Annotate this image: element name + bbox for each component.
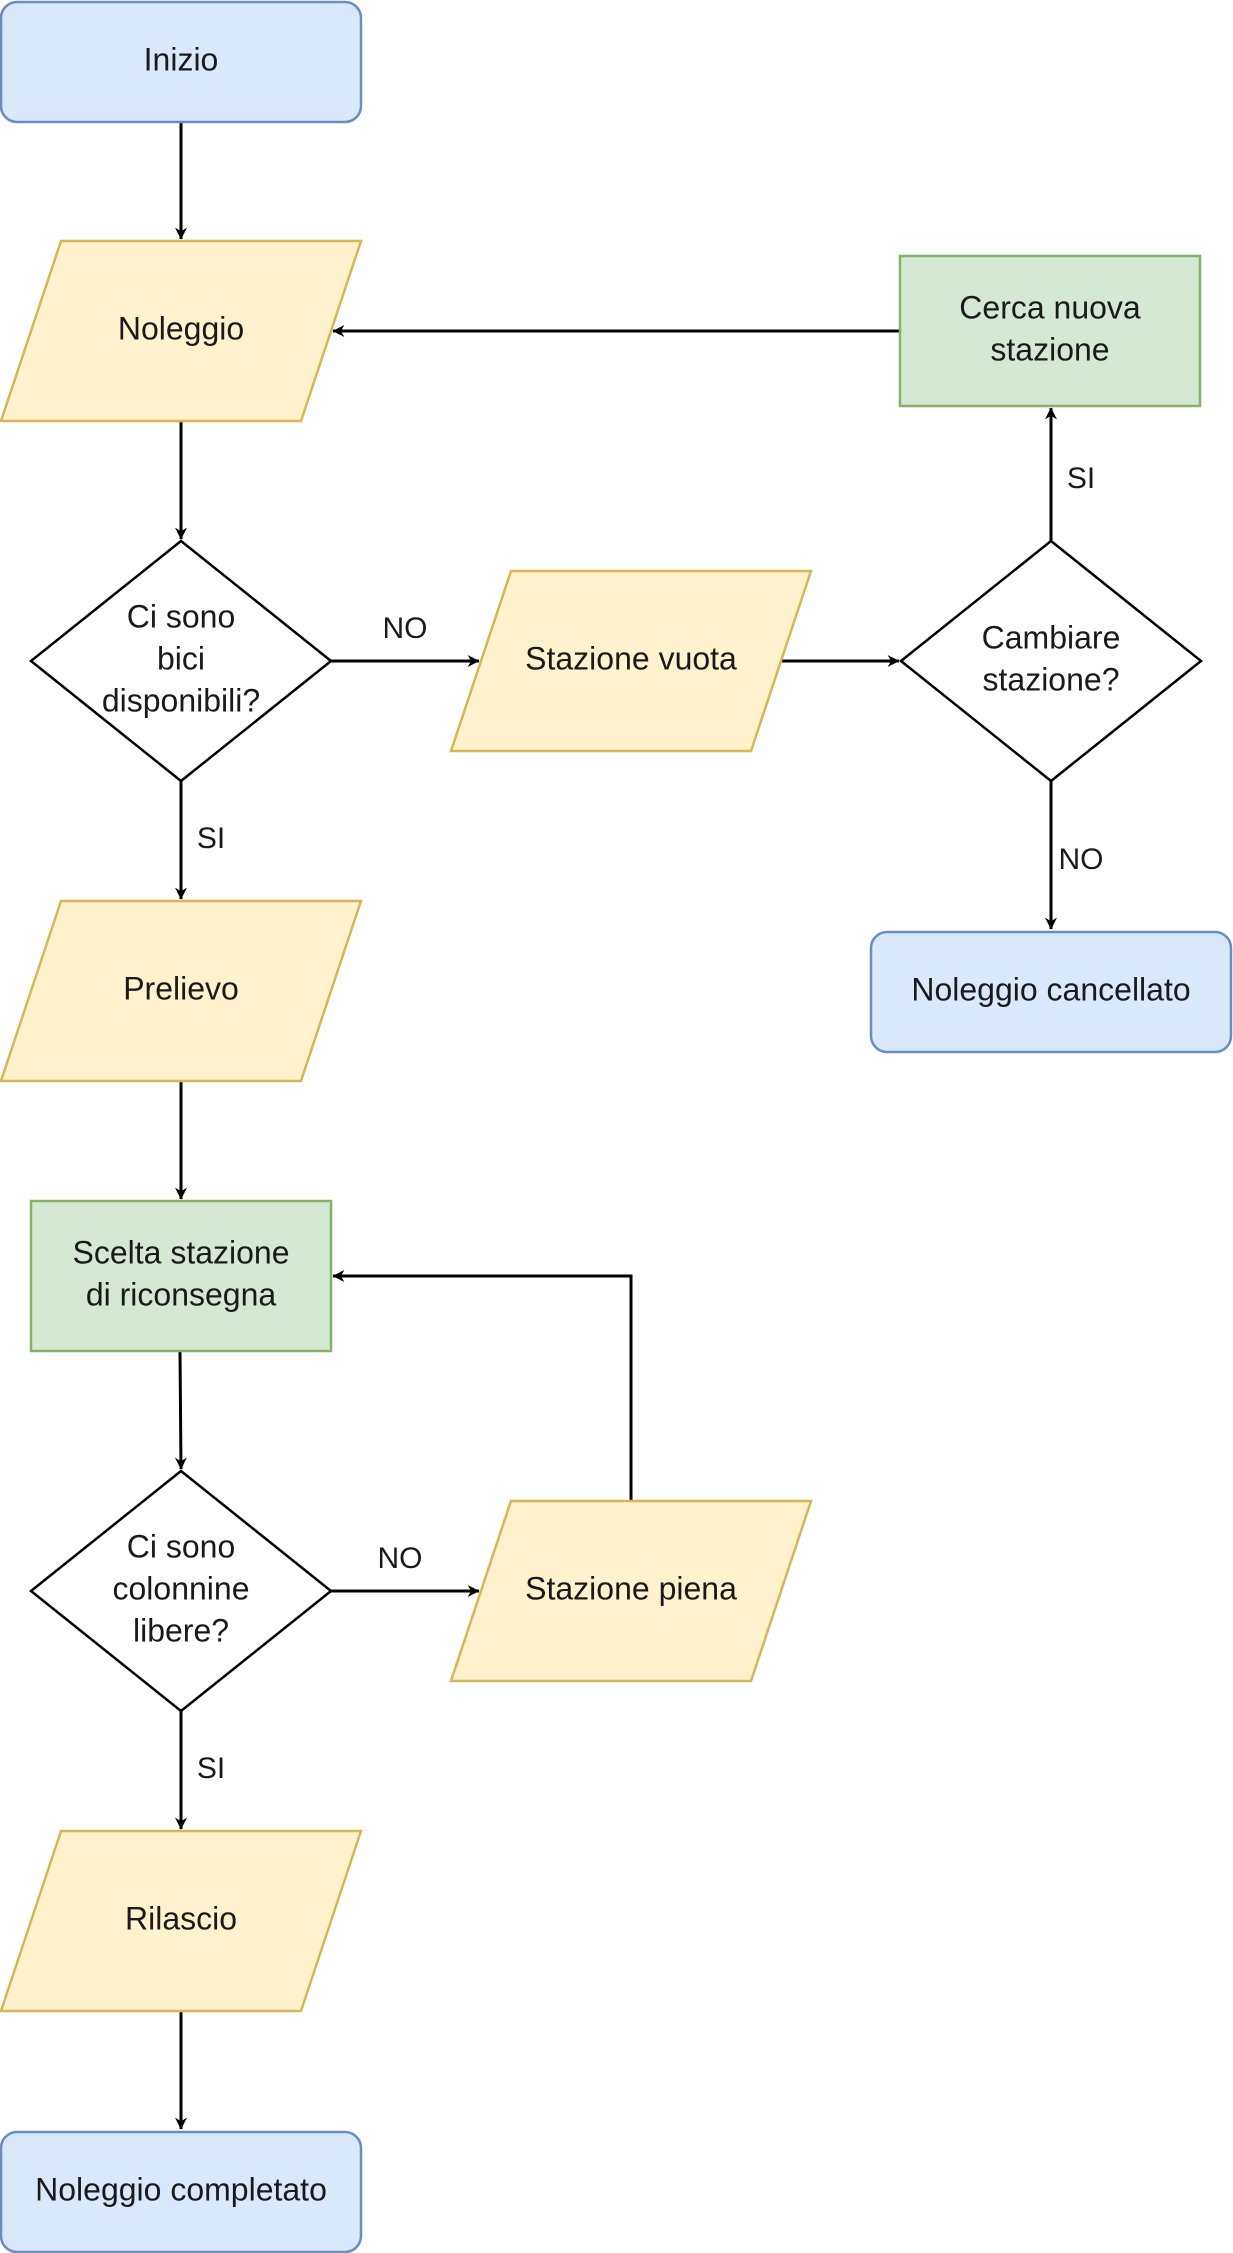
node-noleggio-cancellato: Noleggio cancellato [869,930,1233,1054]
node-label: Ci sono [127,1528,236,1564]
edge-label: NO [383,612,428,645]
terminal-shape [869,930,1233,1054]
terminal-shape [0,0,363,124]
terminal-shape [0,2130,363,2253]
node-cerca-nuova-stazione: Cerca nuova stazione [898,254,1202,408]
node-label: Noleggio completato [35,2171,327,2207]
node-ci-sono-colonnine: Ci sono colonnine libere? [28,1469,334,1713]
edge-label: NO [1059,843,1104,876]
io-parallelogram-shape [449,1499,813,1683]
node-label: Prelievo [123,970,239,1006]
node-label: colonnine [113,1570,250,1606]
edge-scelta-stazione-to-ci-sono-colonnine [174,1350,187,1470]
node-prelievo: Prelievo [0,899,363,1083]
edge-ci-sono-colonnine-to-stazione-piena: NO [331,1542,480,1597]
edge-ci-sono-colonnine-to-rilascio: SI [175,1711,225,1830]
node-label: Noleggio [118,310,244,346]
edge-label: NO [378,1542,423,1575]
edge-label: SI [197,1752,225,1785]
node-label: libere? [133,1612,229,1648]
node-noleggio: Noleggio [0,239,363,423]
process-shape [898,254,1202,408]
node-label: Stazione vuota [525,640,737,676]
node-rilascio: Rilascio [0,1829,363,2013]
edge-ci-sono-bici-to-prelievo: SI [175,781,225,900]
edge-label: SI [197,822,225,855]
node-cambiare-stazione: Cambiare stazione? [898,539,1204,783]
node-ci-sono-bici: Ci sono bici disponibili? [28,539,334,783]
node-stazione-vuota: Stazione vuota [449,569,813,753]
node-label: Noleggio cancellato [911,971,1190,1007]
node-label: Stazione piena [525,1570,737,1606]
decision-diamond-shape [28,539,334,783]
node-label: disponibili? [102,682,260,718]
connectors-layer: NO SI NO SI NO SI [174,122,1104,2130]
node-label: di riconsegna [86,1276,277,1312]
node-label: Inizio [144,41,219,77]
connector-arrow [332,1270,633,1501]
node-label: Scelta stazione [72,1234,289,1270]
node-label: Cambiare [982,619,1121,655]
io-parallelogram-shape [0,239,363,423]
process-shape [29,1199,333,1353]
edge-stazione-piena-to-scelta-stazione [332,1270,633,1501]
io-parallelogram-shape [449,569,813,753]
edge-cambiare-stazione-to-cerca-nuova-stazione: SI [1045,407,1095,541]
node-label: Ci sono [127,598,236,634]
io-parallelogram-shape [0,1829,363,2013]
node-label: stazione [990,331,1109,367]
edge-label: SI [1067,462,1095,495]
node-label: bici [157,640,205,676]
decision-diamond-shape [898,539,1204,783]
node-label: Cerca nuova [959,289,1141,325]
node-inizio: Inizio [0,0,363,124]
node-noleggio-completato: Noleggio completato [0,2130,363,2253]
edge-cambiare-stazione-to-noleggio-cancellato: NO [1045,781,1104,930]
node-scelta-stazione: Scelta stazione di riconsegna [29,1199,333,1353]
edge-ci-sono-bici-to-stazione-vuota: NO [331,612,480,667]
decision-diamond-shape [28,1469,334,1713]
node-label: Rilascio [125,1900,237,1936]
io-parallelogram-shape [0,899,363,1083]
node-label: stazione? [983,661,1120,697]
node-stazione-piena: Stazione piena [449,1499,813,1683]
connector-arrow [174,1350,187,1470]
